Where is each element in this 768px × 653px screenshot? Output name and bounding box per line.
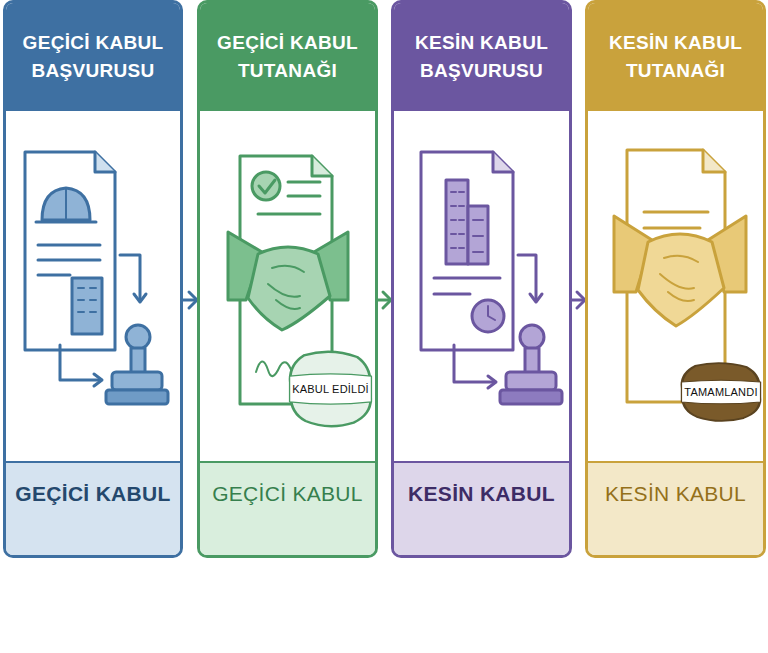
- card-footer: GEÇİCİ KABUL: [200, 461, 375, 555]
- card-title: KESİN KABUL BAŞVURUSU: [402, 29, 561, 86]
- process-card: GEÇİCİ KABUL BAŞVURUSU GEÇİCİ KABUL: [3, 0, 183, 558]
- flow-arrow-head: [189, 292, 197, 308]
- flow-arrow: [183, 292, 197, 308]
- stamp-label-ground: [681, 380, 760, 404]
- flow-arrow-head: [577, 292, 585, 308]
- stamp-ink: [290, 352, 371, 426]
- card-footer: GEÇİCİ KABUL: [6, 461, 180, 555]
- card-title: GEÇİCİ KABUL BAŞVURUSU: [14, 29, 172, 86]
- stamp-label-ground: [290, 374, 372, 404]
- process-card: GEÇİCİ KABUL TUTANAĞI GEÇİCİ KABUL KABUL E…: [197, 0, 378, 558]
- card-title: KESİN KABUL TUTANAĞI: [596, 29, 755, 86]
- stamp-seal: KABUL EDİLDİ: [286, 349, 375, 429]
- card-header: GEÇİCİ KABUL TUTANAĞI: [200, 3, 375, 111]
- application-doc-illustration: [25, 152, 168, 404]
- final-application-illustration: [421, 152, 562, 404]
- card-header: KESİN KABUL BAŞVURUSU: [394, 3, 569, 111]
- card-footer: KESİN KABUL: [588, 461, 763, 555]
- card-footer: KESİN KABUL: [394, 461, 569, 555]
- card-title: GEÇİCİ KABUL TUTANAĞI: [208, 29, 367, 86]
- card-footer-label: KESİN KABUL: [408, 482, 555, 505]
- stamp-seal: TAMAMLANDI: [678, 361, 764, 423]
- flow-arrow: [378, 292, 391, 308]
- process-card: KESİN KABUL TUTANAĞI KESİN KABUL TAMAMLAND…: [585, 0, 766, 558]
- flow-arrow: [572, 292, 585, 308]
- process-card: KESİN KABUL BAŞVURUSU KESİN KABUL: [391, 0, 572, 558]
- card-header: KESİN KABUL TUTANAĞI: [588, 3, 763, 111]
- stamp-text: TAMAMLANDI: [684, 386, 757, 398]
- card-header: GEÇİCİ KABUL BAŞVURUSU: [6, 3, 180, 111]
- stamp-ink: [682, 363, 760, 421]
- flow-arrow-head: [383, 292, 391, 308]
- card-footer-label: GEÇİCİ KABUL: [15, 482, 170, 505]
- card-footer-label: GEÇİCİ KABUL: [212, 482, 363, 505]
- card-footer-label: KESİN KABUL: [605, 482, 746, 505]
- stamp-text: KABUL EDİLDİ: [292, 383, 369, 395]
